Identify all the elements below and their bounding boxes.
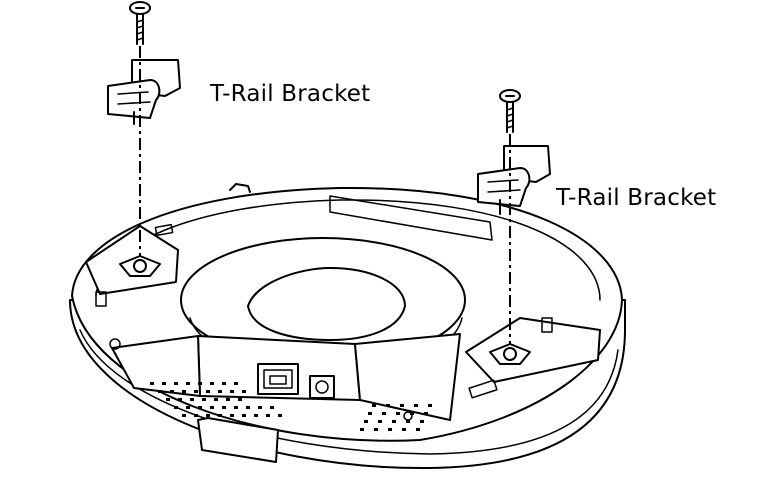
vent-hole <box>222 382 226 385</box>
vent-hole <box>374 428 378 431</box>
vent-hole <box>206 390 210 393</box>
vent-hole <box>198 382 202 385</box>
vent-hole <box>242 414 246 417</box>
left-fastener <box>119 255 161 277</box>
vent-hole <box>162 382 166 385</box>
vent-hole <box>270 406 274 409</box>
vent-hole <box>150 382 154 385</box>
vent-hole <box>214 398 218 401</box>
vent-hole <box>396 412 400 415</box>
vent-hole <box>218 414 222 417</box>
vent-hole <box>266 414 270 417</box>
bracket-label-left: T-Rail Bracket <box>210 81 371 107</box>
vent-hole <box>174 382 178 385</box>
vent-hole <box>420 420 424 423</box>
vent-hole <box>402 428 406 431</box>
vent-hole <box>414 404 418 407</box>
vent-hole <box>194 390 198 393</box>
vent-hole <box>364 420 368 423</box>
vent-hole <box>360 428 364 431</box>
vent-hole <box>206 414 210 417</box>
vent-hole <box>372 404 376 407</box>
access-point-body <box>69 183 626 470</box>
vent-hole <box>258 406 262 409</box>
vent-hole <box>174 406 178 409</box>
vent-hole <box>406 420 410 423</box>
left-screw <box>129 1 151 45</box>
vent-hole <box>226 398 230 401</box>
left-bracket <box>107 59 181 125</box>
vent-hole <box>222 406 226 409</box>
vent-hole <box>382 412 386 415</box>
vent-hole <box>386 404 390 407</box>
vent-hole <box>218 390 222 393</box>
vent-hole <box>186 382 190 385</box>
vent-hole <box>166 398 170 401</box>
vent-hole <box>238 398 242 401</box>
vent-hole <box>428 404 432 407</box>
vent-hole <box>158 390 162 393</box>
vent-hole <box>246 406 250 409</box>
vent-hole <box>392 420 396 423</box>
vent-hole <box>416 428 420 431</box>
vent-hole <box>378 420 382 423</box>
power-jack <box>309 375 335 399</box>
vent-hole <box>210 406 214 409</box>
vent-hole <box>388 428 392 431</box>
vent-hole <box>368 412 372 415</box>
vent-hole <box>242 390 246 393</box>
vent-hole <box>182 414 186 417</box>
vent-hole <box>198 406 202 409</box>
bracket-label-right: T-Rail Bracket <box>556 185 717 211</box>
right-screw <box>499 89 521 133</box>
vent-hole <box>210 382 214 385</box>
vent-hole <box>254 414 258 417</box>
vent-hole <box>178 398 182 401</box>
right-fastener <box>489 343 531 365</box>
vent-hole <box>234 406 238 409</box>
vent-hole <box>278 414 282 417</box>
vent-hole <box>230 390 234 393</box>
vent-hole <box>182 390 186 393</box>
vent-hole <box>186 406 190 409</box>
vent-hole <box>202 398 206 401</box>
vent-hole <box>234 382 238 385</box>
vent-hole <box>230 414 234 417</box>
vent-hole <box>190 398 194 401</box>
vent-hole <box>424 412 428 415</box>
vent-hole <box>170 390 174 393</box>
right-bracket <box>477 145 551 215</box>
vent-hole <box>400 404 404 407</box>
vent-hole <box>194 414 198 417</box>
vent-holes <box>150 382 432 431</box>
